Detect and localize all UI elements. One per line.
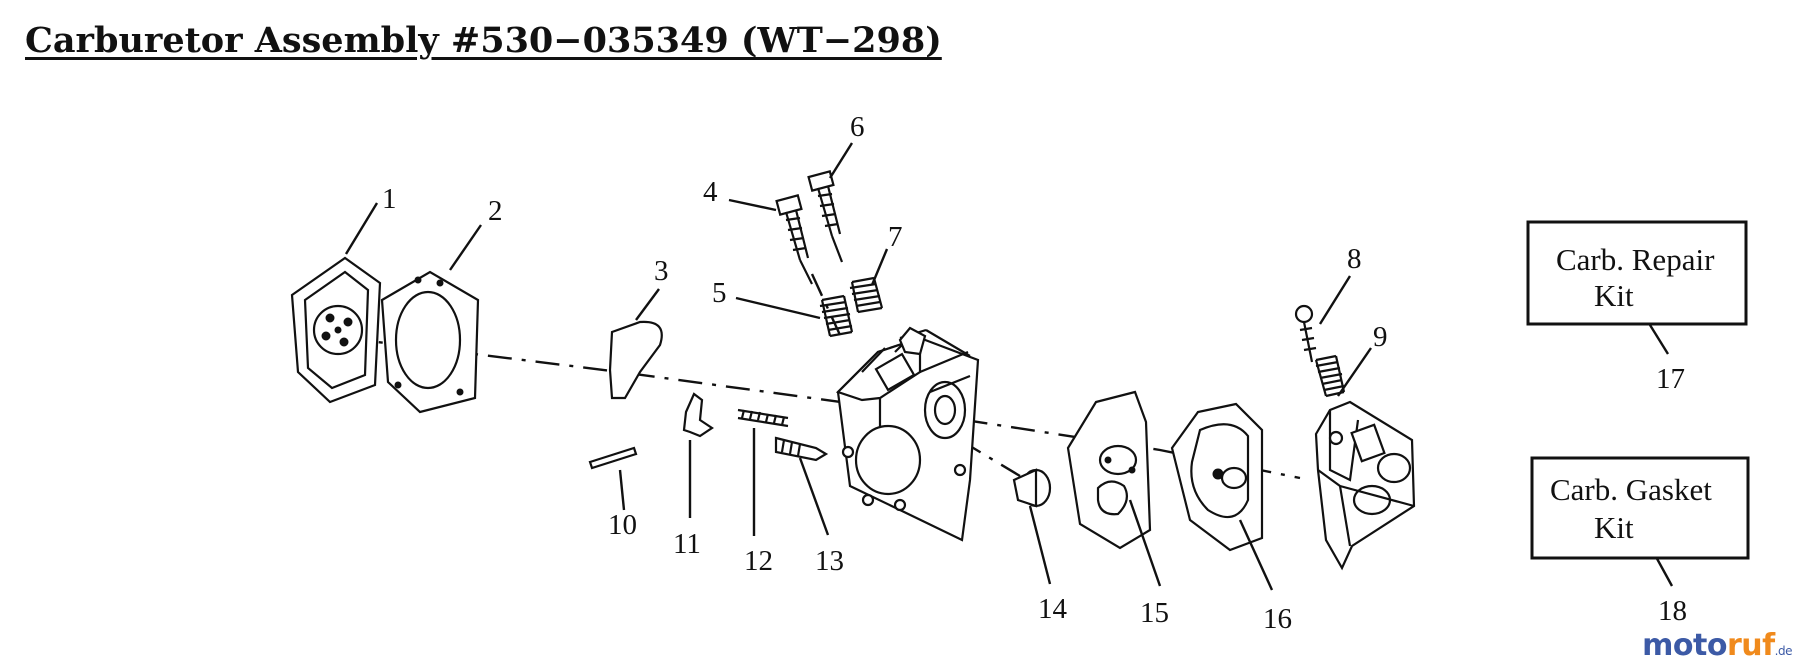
part-number-2: 2 [488,195,503,227]
part-number-8: 8 [1347,243,1362,275]
part-11-lever [682,392,714,438]
part-number-5: 5 [712,277,727,309]
watermark-logo: motoruf.de [1642,628,1792,663]
part-3-bracket [608,320,663,400]
part-number-17: 17 [1656,363,1685,395]
part-14-plug [1012,468,1052,508]
part-16-gasket [1170,402,1264,552]
part-number-13: 13 [815,545,844,577]
leader-lines [344,142,1674,591]
part-number-9: 9 [1373,321,1388,353]
part-number-6: 6 [850,111,865,143]
part-number-1: 1 [382,183,397,215]
part-number-14: 14 [1038,593,1068,625]
gasket-kit-label-line2: Kit [1594,510,1634,545]
part-13-needle [774,436,829,462]
part-4-screw [775,194,813,285]
repair-kit-label-line2: Kit [1594,278,1634,313]
axis-to-jets [810,273,842,336]
part-number-16: 16 [1263,603,1292,635]
repair-kit-box [1526,220,1748,326]
part-number-10: 10 [608,509,637,541]
carburetor-body [835,326,980,542]
part-7-spring [849,276,884,314]
part-10-pin [588,446,638,470]
diagram-title: Carburetor Assembly #530−035349 (WT−298) [25,20,942,61]
part-number-12: 12 [744,545,773,577]
repair-kit-label-line1: Carb. Repair [1556,242,1715,277]
part-15-diaphragm [1066,390,1152,550]
part-number-18: 18 [1658,595,1687,627]
pump-cover [1314,400,1416,571]
part-number-11: 11 [673,528,701,560]
part-number-4: 4 [703,176,718,208]
gasket-kit-label-line1: Carb. Gasket [1550,472,1712,507]
part-6-screw [807,170,844,263]
part-5-spring [819,294,854,338]
part-number-15: 15 [1140,597,1169,629]
part-12-spring [737,408,789,428]
part-2-gasket [380,270,480,414]
part-number-7: 7 [888,221,903,253]
part-1-gasket [290,256,382,404]
part-9-spring [1314,354,1346,398]
part-8-screw [1294,304,1317,363]
part-number-3: 3 [654,255,669,287]
gasket-kit-box [1530,456,1750,560]
